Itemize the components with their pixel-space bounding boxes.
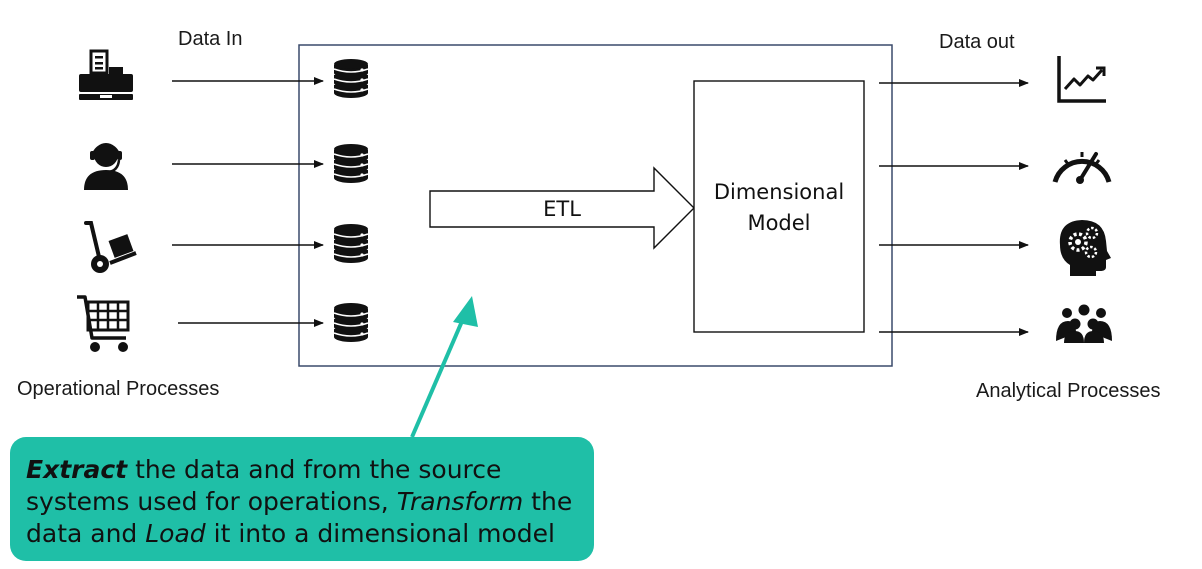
gauge-icon — [1052, 152, 1112, 184]
team-icon — [1056, 304, 1112, 343]
line-chart-icon — [1057, 56, 1106, 103]
etl-block-arrow — [429, 166, 695, 250]
cash-register-icon — [79, 49, 133, 100]
callout-text-part3: it into a dimensional model — [205, 519, 555, 548]
database-icon — [333, 58, 369, 99]
brain-gears-icon — [1059, 220, 1111, 276]
callout-text-part1: the data and from the source systems use… — [26, 455, 502, 516]
hand-truck-icon — [84, 221, 137, 273]
analytical-processes-label: Analytical Processes — [976, 380, 1161, 402]
etl-label: ETL — [543, 197, 581, 221]
database-icon — [333, 143, 369, 184]
etl-explanation-callout: Extract the data and from the source sys… — [10, 437, 594, 561]
transform-term: Transform — [396, 487, 524, 516]
call-center-agent-icon — [84, 143, 128, 190]
database-icon — [333, 223, 369, 264]
callout-text-part2: the data and — [26, 487, 573, 548]
shopping-cart-icon — [77, 295, 130, 352]
data-in-label: Data In — [178, 28, 243, 50]
operational-processes-label: Operational Processes — [17, 378, 220, 400]
dimensional-model-label-line2: Model — [747, 211, 810, 235]
callout-pointer-arrowhead — [453, 296, 478, 327]
dimensional-model-label-line1: Dimensional — [714, 180, 844, 204]
dimensional-model-box — [693, 80, 865, 333]
database-icon — [333, 302, 369, 343]
load-term: Load — [145, 519, 206, 548]
extract-term: Extract — [26, 455, 128, 484]
callout-pointer-arrow — [410, 311, 468, 438]
data-out-label: Data out — [939, 31, 1015, 53]
etl-boundary-frame — [298, 44, 893, 367]
